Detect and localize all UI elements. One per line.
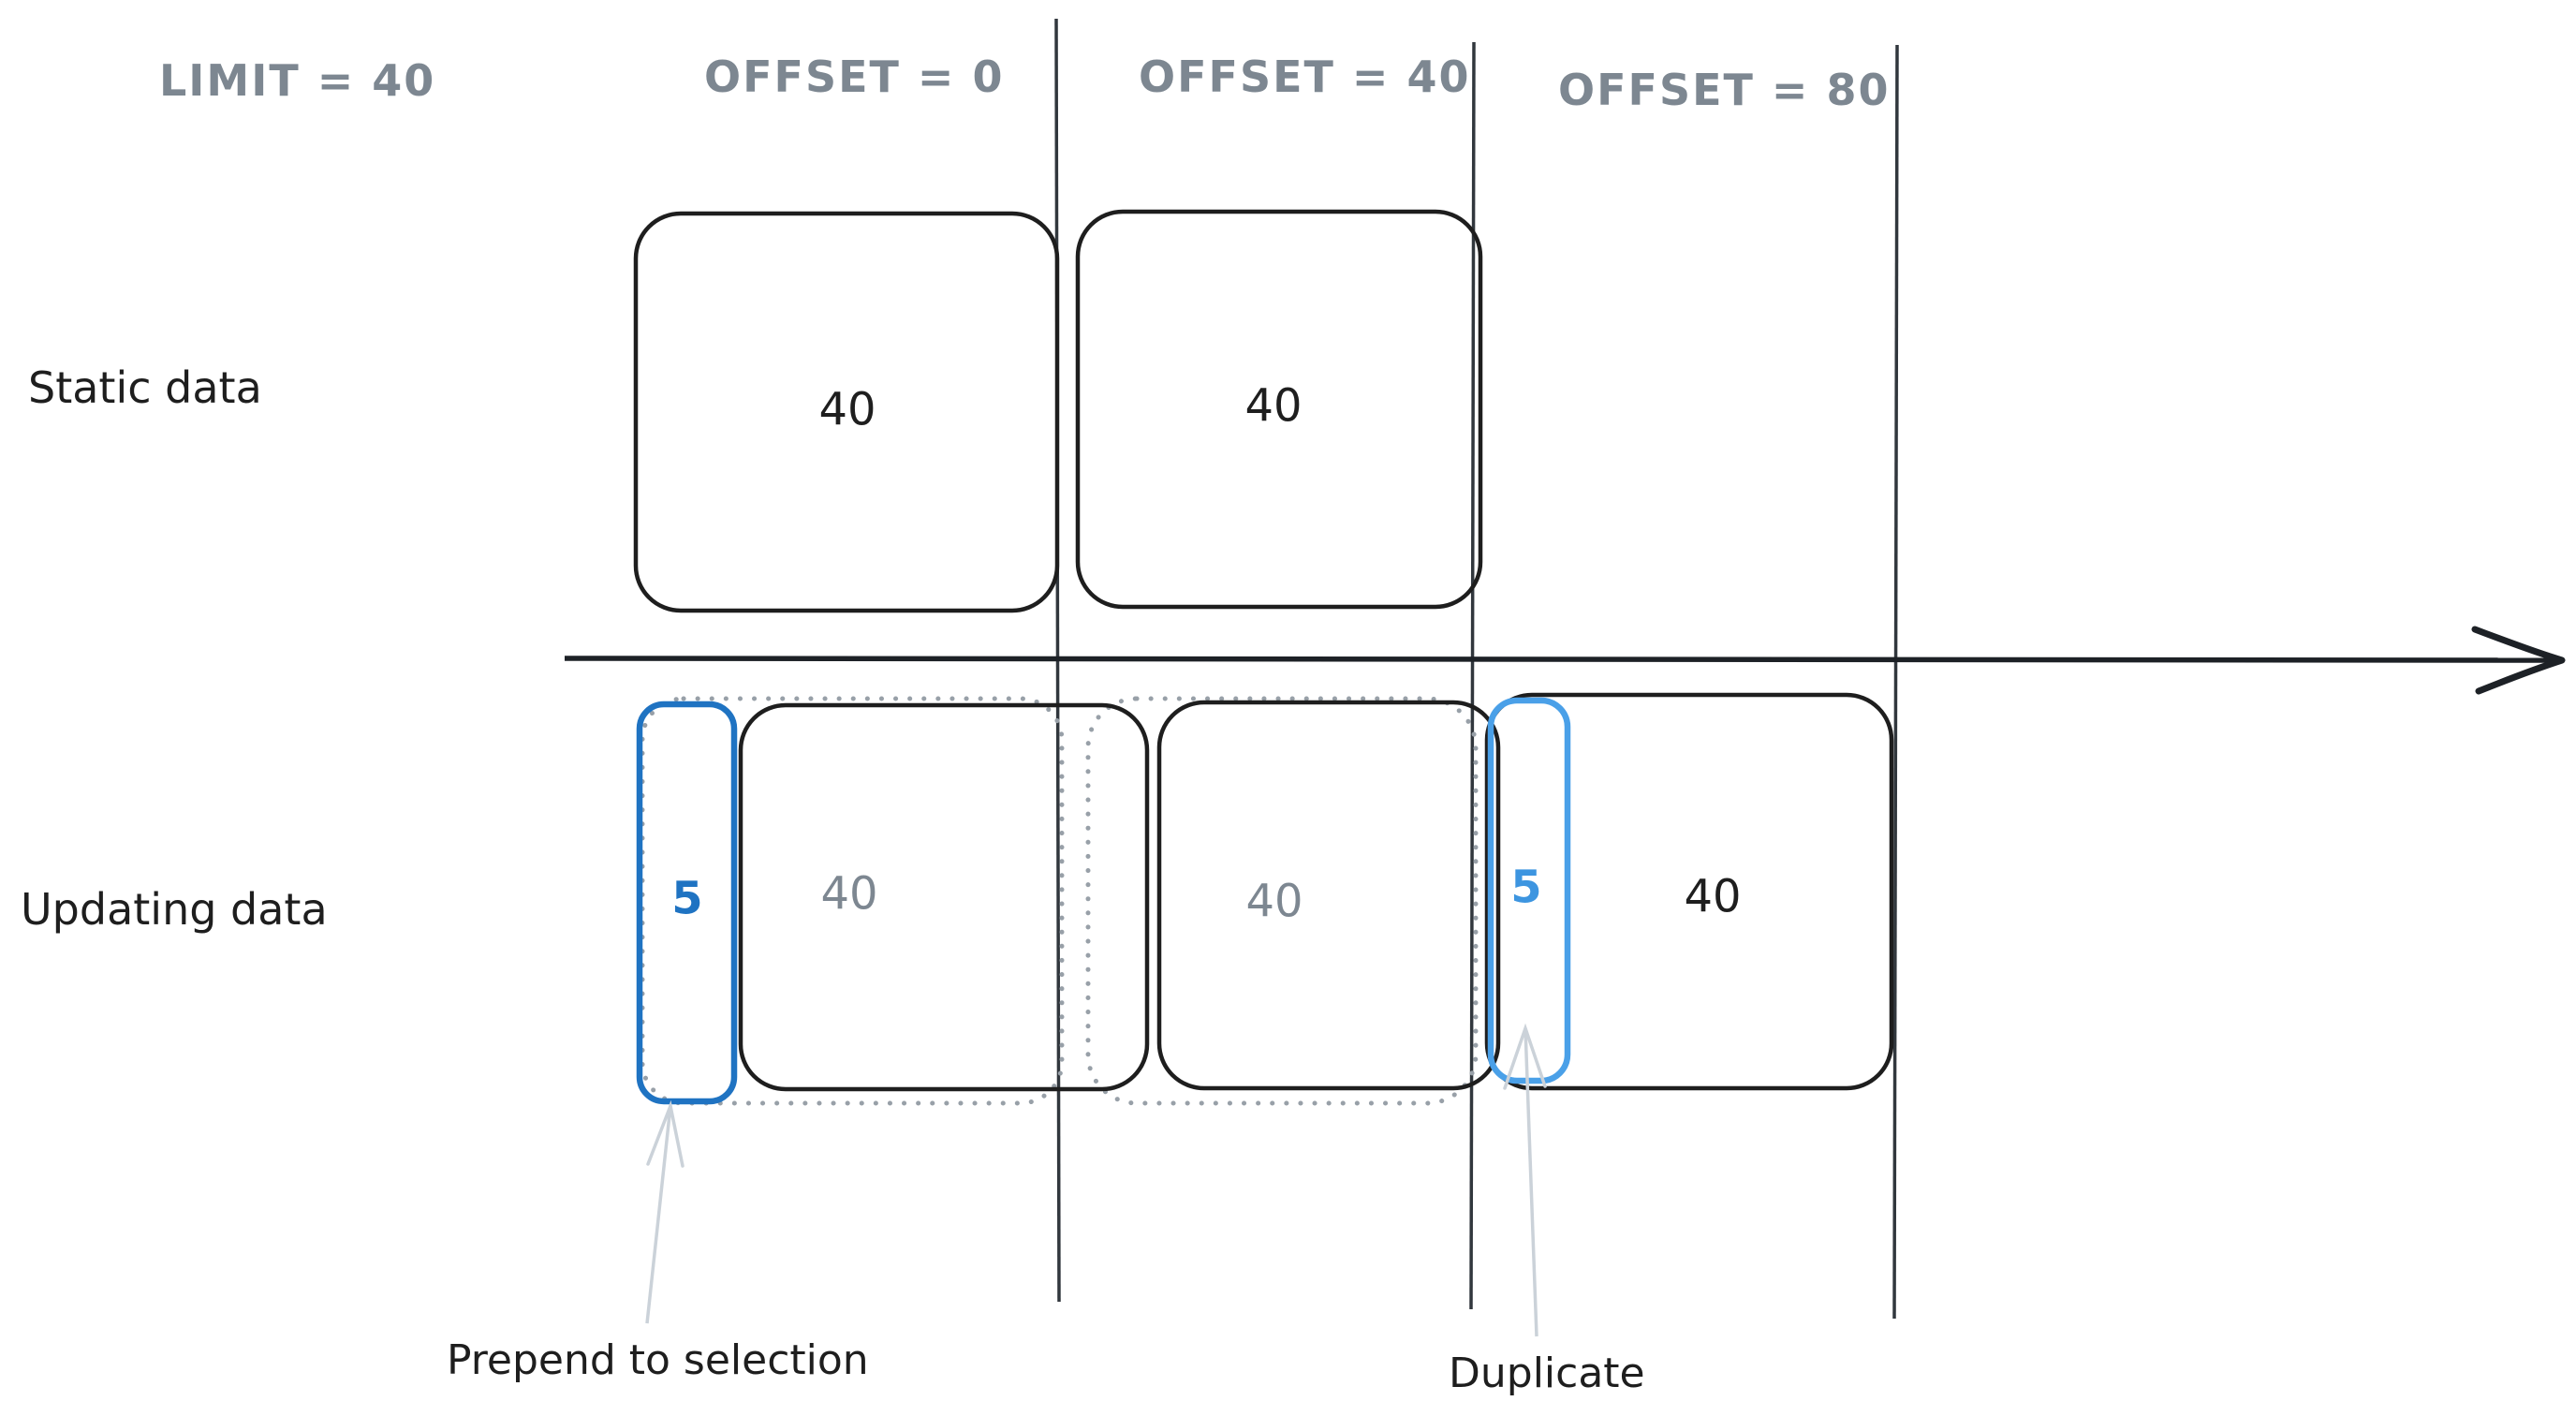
duplicate-annotation-label: Duplicate: [1449, 1350, 1645, 1397]
timeline-arrow: [564, 626, 2566, 695]
static-page-box-1: [633, 211, 1060, 613]
static-page-box-2: [1075, 209, 1483, 610]
prepended-items-value: 5: [671, 872, 703, 925]
updating-data-row-label: Updating data: [21, 884, 328, 935]
static-data-row-label: Static data: [28, 362, 262, 413]
static-box-2-value: 40: [1244, 379, 1303, 433]
offset-80-label: OFFSET = 80: [1558, 65, 1891, 115]
duplicate-annotation-arrow: [1503, 1023, 1547, 1337]
updating-page-box-1: [738, 702, 1150, 1092]
updating-page-box-2: [1156, 700, 1501, 1091]
updating-box-2-value: 40: [1245, 875, 1303, 928]
offset-divider-line-3: [1892, 44, 1899, 1320]
duplicate-items-box: [1487, 697, 1571, 1084]
prepend-annotation-label: Prepend to selection: [447, 1336, 869, 1384]
prepend-annotation-arrow: [645, 1099, 684, 1324]
offset-0-label: OFFSET = 0: [704, 52, 1005, 102]
static-box-1-value: 40: [818, 383, 876, 436]
updating-box-1-value: 40: [820, 867, 878, 921]
old-page-dashed-box-1: [640, 696, 1065, 1106]
duplicate-items-value: 5: [1510, 861, 1542, 914]
old-page-dashed-box-2: [1085, 696, 1479, 1106]
offset-divider-line-2: [1469, 41, 1476, 1310]
offset-40-label: OFFSET = 40: [1139, 52, 1471, 102]
updating-page-box-3: [1484, 692, 1894, 1091]
updating-box-3-value: 40: [1684, 870, 1742, 923]
prepended-items-box: [636, 701, 738, 1105]
limit-label: LIMIT = 40: [159, 55, 436, 106]
